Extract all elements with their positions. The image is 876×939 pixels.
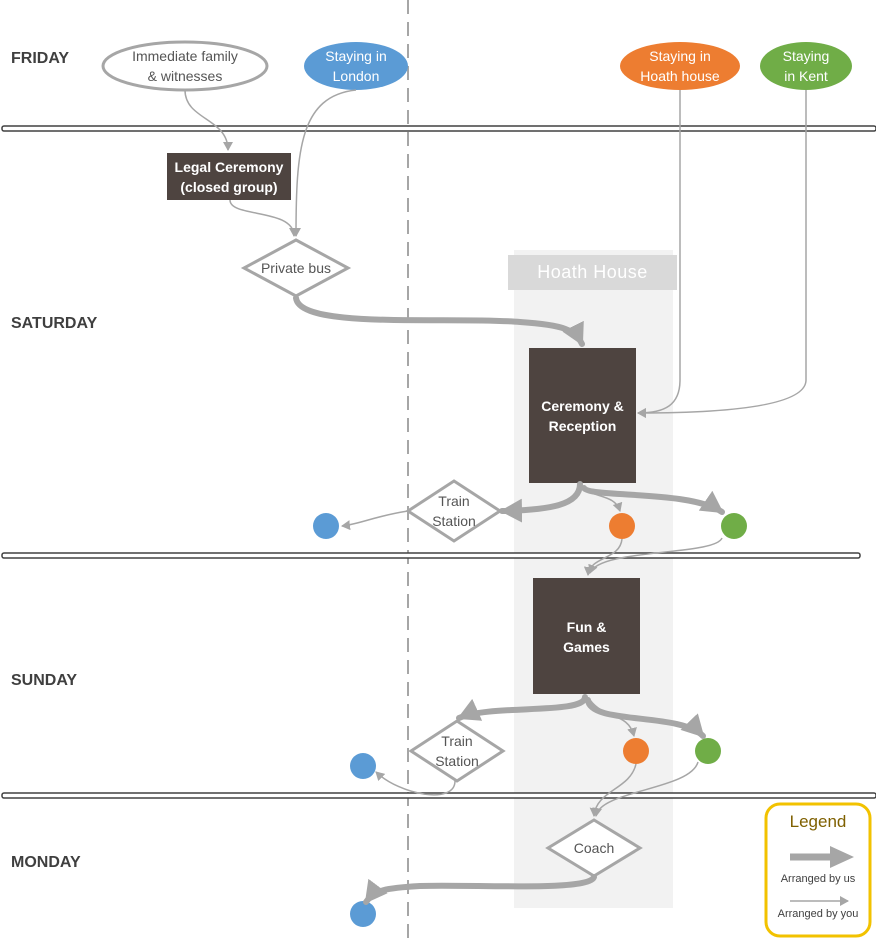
- staying-hoath-label: Staying in Hoath house: [620, 46, 740, 86]
- day-label-monday: MONDAY: [11, 854, 81, 871]
- legend-title: Legend: [789, 812, 847, 831]
- day-separator-friday-saturday: [1, 125, 876, 132]
- staying-london-node: [304, 42, 408, 90]
- day-label-saturday: SATURDAY: [11, 315, 98, 332]
- train-station-sunday-label: Train Station: [413, 731, 501, 771]
- kent-dot-saturday: [721, 513, 747, 539]
- arrow-kent-sat-to-fun: [588, 537, 723, 574]
- staying-hoath-line-2: Hoath house: [640, 68, 720, 84]
- ceremony-reception-line-2: Reception: [548, 418, 617, 434]
- immediate-family-label: Immediate family & witnesses: [105, 46, 265, 86]
- legal-ceremony-line-1: Legal Ceremony: [174, 159, 284, 175]
- day-label-sunday: SUNDAY: [11, 672, 78, 689]
- train-station-saturday-label: Train Station: [410, 491, 498, 531]
- immediate-family-line-1: Immediate family: [132, 48, 238, 64]
- arrow-kent-sun-to-coach: [592, 761, 699, 817]
- arrow-ceremony-to-kent-dot: [581, 485, 725, 515]
- fun-games-box: [533, 578, 640, 694]
- staying-london-line-1: Staying in: [325, 48, 387, 64]
- train-station-saturday-diamond: [405, 479, 503, 543]
- hoath-house-label: Hoath House: [508, 255, 677, 290]
- train-station-sunday-diamond: [408, 719, 506, 783]
- london-dot-monday: [350, 901, 376, 927]
- legend-arranged-by-us: Arranged by us: [780, 873, 856, 885]
- london-dot-sunday: [350, 753, 376, 779]
- fun-games-label: Fun & Games: [533, 617, 640, 657]
- day-label-friday: FRIDAY: [11, 50, 70, 67]
- fun-games-line-1: Fun &: [566, 619, 607, 635]
- staying-kent-node: [760, 42, 852, 90]
- train-station-saturday-line-2: Station: [432, 513, 476, 529]
- legend-arranged-by-you: Arranged by you: [777, 908, 859, 920]
- arrow-legal-to-bus: [229, 199, 299, 237]
- arrow-kent-to-ceremony: [637, 90, 807, 418]
- day-separator-sunday-monday: [1, 792, 876, 799]
- train-station-sunday-line-1: Train: [441, 733, 473, 749]
- staying-london-line-2: London: [332, 68, 380, 84]
- kent-dot-sunday: [695, 738, 721, 764]
- staying-kent-label: Staying in Kent: [760, 46, 852, 86]
- private-bus-label: Private bus: [260, 260, 332, 276]
- arrow-coach-to-london: [363, 874, 597, 905]
- immediate-family-line-2: & witnesses: [147, 68, 223, 84]
- ceremony-reception-line-1: Ceremony &: [541, 398, 624, 414]
- train-station-saturday-line-1: Train: [438, 493, 470, 509]
- day-separator-saturday-sunday: [1, 552, 861, 559]
- legal-ceremony-box: [167, 153, 291, 200]
- legal-ceremony-line-2: (closed group): [180, 179, 278, 195]
- arrow-station-sun-to-london: [375, 771, 456, 796]
- arrow-london-to-bus: [291, 89, 357, 237]
- arrow-family-to-legal: [184, 89, 233, 151]
- ceremony-reception-box: [529, 348, 636, 483]
- staying-kent-line-1: Staying: [782, 48, 830, 64]
- staying-hoath-line-1: Staying in: [649, 48, 711, 64]
- arrow-fun-to-station: [456, 694, 588, 721]
- staying-hoath-node: [620, 42, 740, 90]
- train-station-sunday-line-2: Station: [435, 753, 479, 769]
- ceremony-reception-label: Ceremony & Reception: [529, 396, 636, 436]
- arrow-fun-to-kent-dot: [585, 697, 706, 739]
- london-dot-saturday: [313, 513, 339, 539]
- staying-london-label: Staying in London: [306, 46, 406, 86]
- arrow-bus-to-ceremony: [293, 295, 585, 347]
- legal-ceremony-label: Legal Ceremony (closed group): [167, 157, 291, 197]
- arrow-station-sat-to-london: [341, 510, 409, 531]
- coach-label: Coach: [573, 840, 615, 856]
- legend-thick-arrowhead-icon: [830, 846, 854, 868]
- fun-games-line-2: Games: [563, 639, 610, 655]
- staying-kent-line-2: in Kent: [784, 68, 828, 84]
- hoath-dot-saturday: [609, 513, 635, 539]
- hoath-dot-sunday: [623, 738, 649, 764]
- arrow-ceremony-to-station: [499, 481, 583, 523]
